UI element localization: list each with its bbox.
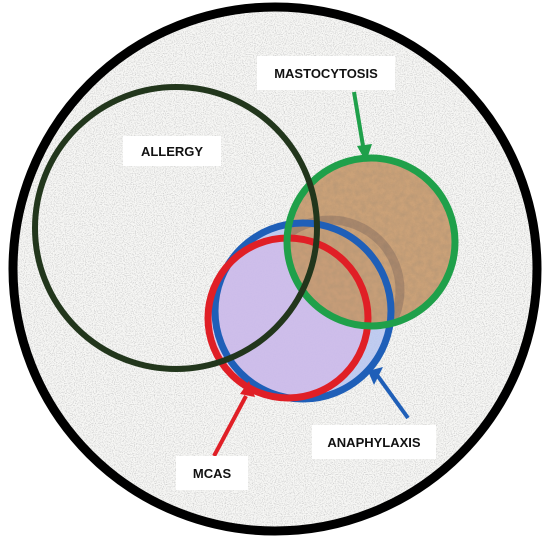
mcas-label-box: MCAS bbox=[176, 456, 248, 490]
anaphylaxis-arrow bbox=[368, 367, 410, 420]
mastocytosis-label-box: MASTOCYTOSIS bbox=[257, 56, 395, 90]
anaphylaxis-label: ANAPHYLAXIS bbox=[327, 435, 421, 450]
mcas-label: MCAS bbox=[193, 466, 232, 481]
mastocytosis-label: MASTOCYTOSIS bbox=[274, 66, 378, 81]
allergy-label: ALLERGY bbox=[141, 144, 203, 159]
mastocytosis-circle bbox=[283, 154, 459, 330]
outer-ring bbox=[8, 2, 542, 536]
mcas-arrow bbox=[212, 381, 255, 457]
mastocytosis-arrow bbox=[352, 91, 372, 162]
anaphylaxis-label-box: ANAPHYLAXIS bbox=[312, 425, 436, 459]
mcas-shadow-arc bbox=[287, 215, 405, 326]
allergy-circle bbox=[32, 84, 320, 372]
allergy-label-box: ALLERGY bbox=[123, 136, 221, 166]
